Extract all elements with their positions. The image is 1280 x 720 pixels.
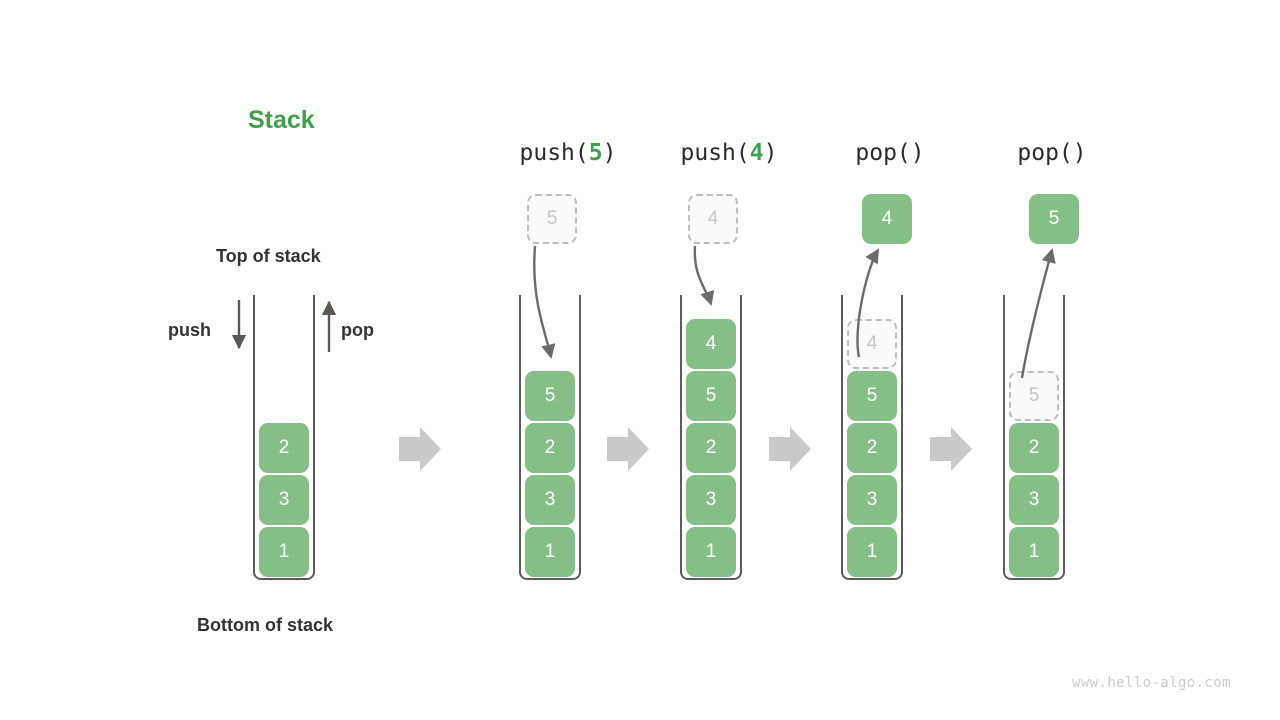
stack-frame	[519, 295, 581, 580]
caption-suffix: )	[1072, 140, 1087, 166]
stack-box: 1	[686, 527, 736, 577]
caption-suffix: )	[602, 140, 617, 166]
stack-frame	[253, 295, 315, 580]
stack-box: 2	[847, 423, 897, 473]
stack-box: 1	[847, 527, 897, 577]
stack-box: 2	[686, 423, 736, 473]
floating-box-incoming-2: 4	[688, 194, 738, 244]
caption-prefix: pop(	[1017, 140, 1073, 166]
stack-box: 3	[1009, 475, 1059, 525]
caption-prefix: push(	[680, 140, 750, 166]
stack-box: 2	[525, 423, 575, 473]
stack-box: 5	[686, 371, 736, 421]
operation-caption-2: push(4)	[629, 140, 829, 166]
stack-box-ghost: 5	[1009, 371, 1059, 421]
flow-arrow	[769, 427, 811, 471]
stack-frame	[841, 295, 903, 580]
operation-caption-1: push(5)	[468, 140, 668, 166]
page-title: Stack	[248, 106, 315, 134]
watermark: www.hello-algo.com	[1072, 675, 1231, 691]
floating-box-popped-3: 4	[862, 194, 912, 244]
operation-caption-3: pop()	[790, 140, 990, 166]
label-push: push	[168, 320, 211, 340]
operation-caption-4: pop()	[952, 140, 1152, 166]
stack-box: 3	[686, 475, 736, 525]
stack-box: 4	[686, 319, 736, 369]
caption-prefix: push(	[519, 140, 589, 166]
floating-box-popped-4: 5	[1029, 194, 1079, 244]
stack-box: 1	[259, 527, 309, 577]
stack-box: 5	[525, 371, 575, 421]
stack-frame	[680, 295, 742, 580]
caption-argument: 4	[749, 140, 764, 166]
flow-arrow	[607, 427, 649, 471]
stack-frame	[1003, 295, 1065, 580]
label-bottom-of-stack: Bottom of stack	[197, 615, 334, 635]
stack-box: 1	[1009, 527, 1059, 577]
stack-box: 5	[847, 371, 897, 421]
stack-box: 2	[1009, 423, 1059, 473]
caption-argument: 5	[588, 140, 603, 166]
flow-arrow	[399, 427, 441, 471]
floating-box-incoming-1: 5	[527, 194, 577, 244]
stack-box-ghost: 4	[847, 319, 897, 369]
stack-box: 2	[259, 423, 309, 473]
label-top-of-stack: Top of stack	[216, 246, 321, 266]
stack-box: 3	[259, 475, 309, 525]
flow-arrow	[930, 427, 972, 471]
caption-suffix: )	[763, 140, 778, 166]
caption-prefix: pop(	[855, 140, 911, 166]
label-pop: pop	[341, 320, 374, 340]
stack-box: 3	[847, 475, 897, 525]
stack-box: 3	[525, 475, 575, 525]
stack-box: 1	[525, 527, 575, 577]
caption-suffix: )	[910, 140, 925, 166]
